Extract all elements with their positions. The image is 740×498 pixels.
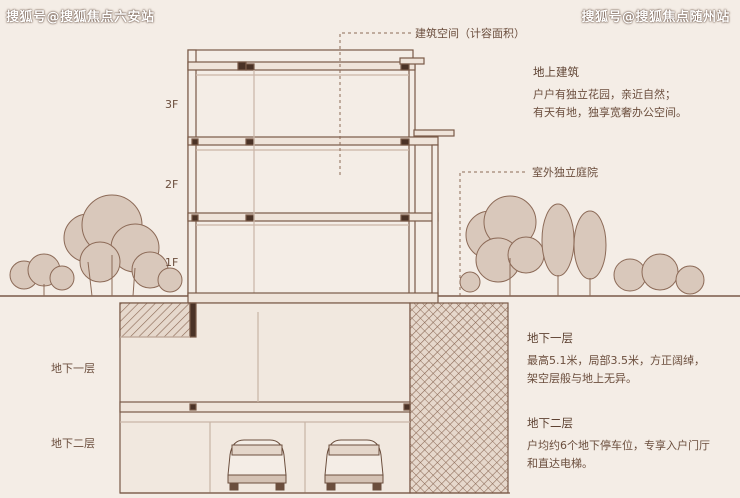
building-space-label: 建筑空间（计容面积）	[415, 27, 525, 40]
b2-title: 地下二层	[527, 416, 573, 430]
above-title: 地上建筑	[533, 65, 579, 79]
above-line-1: 户户有独立花园，亲近自然；	[533, 88, 676, 101]
car-icon	[324, 439, 384, 491]
tree-icon	[459, 195, 705, 296]
b1-left-label: 地下一层	[51, 362, 95, 375]
b2-line-1: 户均约6个地下停车位，专享入户门厅	[527, 439, 710, 452]
watermark-left: 搜狐号@搜狐焦点六安站	[6, 10, 155, 25]
car-icon	[227, 439, 287, 491]
ground-slab	[187, 292, 439, 304]
courtyard-label: 室外独立庭院	[532, 166, 598, 179]
watermark-right: 搜狐号@搜狐焦点随州站	[581, 10, 730, 25]
b2-line-2: 和直达电梯。	[527, 457, 593, 470]
b1-line-2: 架空层般与地上无异。	[527, 372, 637, 385]
b1-line-1: 最高5.1米，局部3.5米，方正阔绰，	[527, 354, 705, 367]
b1-title: 地下一层	[527, 331, 573, 345]
basement	[119, 302, 510, 494]
floor-label-1f: 1F	[165, 256, 179, 269]
above-line-2: 有天有地，独享宽奢办公空间。	[533, 106, 687, 119]
leader-line	[459, 171, 528, 296]
tree-icon	[9, 194, 183, 297]
floor-label-2f: 2F	[165, 178, 179, 191]
building-above	[187, 49, 455, 297]
b2-left-label: 地下二层	[51, 437, 95, 450]
floor-label-3f: 3F	[165, 98, 179, 111]
